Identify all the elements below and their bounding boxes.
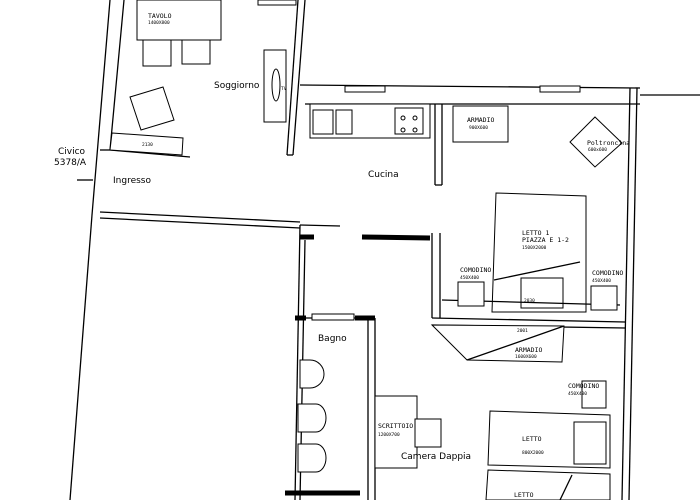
armadio-2-size: 1600X600 [515, 354, 537, 360]
tv-label: TV [281, 86, 287, 92]
letto-2-size: 800X2000 [522, 450, 544, 456]
toilet [299, 359, 325, 389]
comodino-left-size: 450X400 [460, 275, 479, 281]
letto-1-size: 1500X2000 [522, 245, 547, 251]
comodino-right-size: 450X400 [592, 278, 611, 284]
comodino-left-label: COMODINO [460, 266, 491, 274]
armadio-2 [430, 324, 565, 363]
scrittoio [374, 395, 418, 469]
address-line2: 5378/A [54, 158, 87, 168]
tavolo-label: TAVOLO [148, 12, 172, 20]
poltroncina-label: Poltroncina [587, 139, 630, 147]
walls [69, 0, 700, 500]
cabinet [109, 132, 184, 156]
comodino-3-size: 450X400 [568, 391, 587, 397]
armchair [129, 86, 175, 131]
room-label-soggiorno: Soggiorno [214, 81, 260, 91]
comodino-3-label: COMODINO [568, 382, 599, 390]
comodino-left [457, 281, 485, 307]
scrittoio-size: 1200X700 [378, 432, 400, 438]
kitchen-counter [309, 85, 581, 139]
letto-1-desc: PIAZZA E 1-2 [522, 236, 569, 244]
armadio-1-size: 900X600 [469, 125, 488, 131]
letto-2-label: LETTO [522, 435, 542, 443]
poltroncina-size: 600x600 [588, 147, 607, 153]
scrittoio-label: SCRITTOIO [378, 422, 413, 430]
comodino-3 [581, 380, 607, 409]
sink [297, 443, 327, 473]
letto-1-label: LETTO 1 [522, 229, 549, 237]
armadio-1-label: ARMADIO [467, 116, 494, 124]
bidet [297, 403, 327, 433]
tavolo-size: 1400X800 [148, 20, 170, 26]
dimension-label: 2030 [524, 298, 535, 304]
dimension-label: 2130 [142, 142, 153, 148]
address-line1: Civico [58, 147, 86, 157]
armadio-1 [452, 105, 509, 143]
tavolo-table: TAVOLO 1400X800 [136, 0, 222, 67]
comodino-right-label: COMODINO [592, 269, 623, 277]
room-label-ingresso: Ingresso [113, 176, 151, 186]
armadio-2-label: ARMADIO [515, 346, 542, 354]
room-label-bagno: Bagno [318, 334, 347, 344]
comodino-right [590, 285, 618, 311]
letto-3 [485, 469, 611, 500]
letto-3-label: LETTO [514, 491, 534, 499]
poltroncina [569, 116, 623, 168]
dimension-label: 2001 [517, 328, 528, 334]
room-label-cucina: Cucina [368, 170, 399, 180]
room-label-camera-doppia: Camera Dappia [401, 452, 471, 462]
